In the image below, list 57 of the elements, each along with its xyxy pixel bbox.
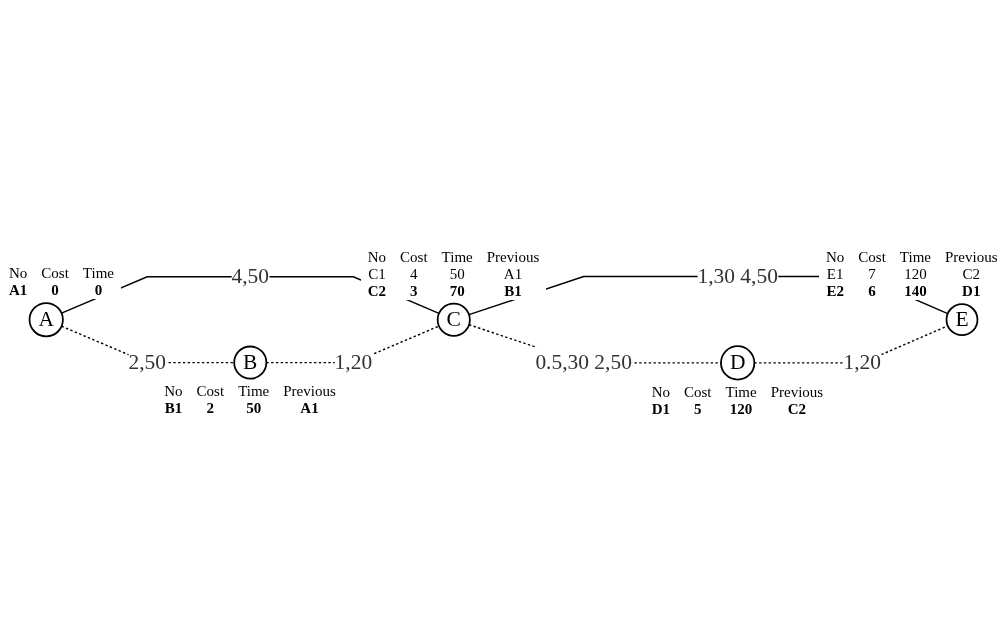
table-cell-text: C2: [786, 400, 808, 418]
column-header: Previous: [769, 383, 825, 401]
column-header: Time: [898, 248, 932, 266]
table-cell-text: D1: [650, 400, 671, 418]
edge-label: 1,20: [334, 350, 373, 374]
column-header: Cost: [195, 382, 226, 400]
table-cell: E1: [819, 265, 852, 283]
table-cell: C1: [360, 265, 394, 283]
column-header: Previous: [282, 382, 337, 400]
column-header: No: [8, 265, 29, 282]
node-circle: A: [28, 302, 64, 338]
column-header: Time: [81, 265, 115, 282]
column-header: No: [163, 382, 184, 400]
table-cell-text: 50: [448, 265, 466, 283]
column-header: Cost: [857, 248, 887, 266]
table-cell: 0: [75, 282, 121, 299]
table-cell: 7: [851, 265, 893, 283]
table-cell: 6: [851, 282, 893, 300]
edge-label: 0.5,30 2,50: [535, 350, 632, 375]
node-circle: C: [436, 302, 471, 337]
node-circle: B: [233, 345, 268, 380]
table-cell-text: E2: [825, 282, 845, 300]
table-cell-text: C2: [961, 265, 981, 283]
column-header: No: [825, 248, 846, 266]
table-cell-text: B1: [163, 399, 184, 417]
column-header: Cost: [683, 383, 713, 401]
table-cell: C2: [360, 282, 394, 300]
table-cell-text: D1: [961, 282, 982, 300]
node-circle: D: [720, 345, 756, 381]
table-cell-text: 120: [903, 265, 928, 283]
table-cell-text: 4: [409, 265, 419, 283]
table-cell-text: 70: [448, 282, 466, 300]
table-cell-text: A1: [8, 282, 29, 299]
column-header: Time: [237, 382, 271, 400]
table-cell-text: A1: [502, 265, 524, 283]
column-header: Cost: [40, 265, 70, 282]
table-cell-text: A1: [299, 399, 320, 417]
column-header: No: [650, 383, 671, 401]
table-cell-text: 2: [205, 399, 216, 417]
edge-label: 1,30 4,50: [697, 263, 778, 288]
column-header: Cost: [399, 248, 429, 266]
table-cell: 3: [393, 282, 435, 300]
node-circle: E: [945, 303, 979, 337]
column-header: Previous: [485, 248, 541, 266]
column-header: No: [366, 248, 388, 266]
edge-label: 4,50: [231, 264, 270, 289]
table-cell-text: 5: [693, 400, 703, 418]
table-cell: B1: [479, 282, 547, 300]
column-header: Time: [440, 248, 474, 266]
table-cell-text: 120: [728, 400, 754, 418]
column-header: Time: [724, 383, 758, 401]
column-header: Previous: [944, 248, 999, 266]
edge-label: 2,50: [128, 350, 166, 374]
edge-label: 1,20: [843, 350, 881, 375]
table-cell-text: 50: [245, 399, 263, 417]
table-cell-text: 0: [50, 282, 60, 299]
table-cell: 140: [892, 282, 938, 300]
